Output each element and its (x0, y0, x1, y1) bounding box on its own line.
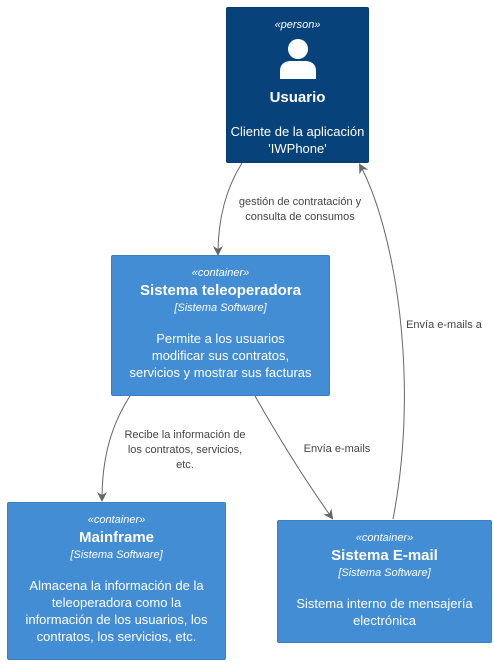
edge-label-teleoperadora-email: Envía e-mails (303, 443, 371, 455)
teleoperadora-title: Sistema teleoperadora (140, 282, 301, 299)
edge-email-to-usuario (359, 163, 405, 520)
teleoperadora-description: Permite a los usuarios modificar sus con… (129, 331, 312, 380)
edge-teleoperadora-to-mainframe (97, 395, 131, 502)
email-technology: [Sistema Software] (338, 567, 431, 579)
usuario-title: Usuario (269, 89, 326, 106)
edge-usuario-to-teleoperadora (213, 162, 243, 256)
email-title: Sistema E-mail (331, 547, 438, 564)
person-icon (227, 38, 368, 80)
mainframe-node: «container» Mainframe [Sistema Software]… (7, 502, 226, 660)
edge-label-usuario-teleoperadora: gestión de contratación y consulta de co… (238, 196, 362, 223)
email-description: Sistema interno de mensajería electrónic… (296, 596, 473, 628)
usuario-node: «person» Usuario Cliente de la aplicació… (226, 7, 369, 163)
mainframe-stereotype: «container» (87, 514, 146, 526)
edge-label-email-usuario: Envía e-mails a (406, 319, 482, 331)
mainframe-description: Almacena la información de la teleoperad… (25, 578, 208, 644)
usuario-description: Cliente de la aplicación 'IWPhone' (230, 124, 365, 156)
edge-teleoperadora-to-email (254, 395, 334, 520)
teleoperadora-stereotype: «container» (191, 267, 250, 279)
email-stereotype: «container» (355, 532, 414, 544)
mainframe-title: Mainframe (78, 529, 155, 546)
email-node: «container» Sistema E-mail [Sistema Soft… (277, 520, 492, 643)
teleoperadora-node: «container» Sistema teleoperadora [Siste… (111, 255, 330, 396)
usuario-stereotype: «person» (274, 19, 321, 31)
edge-label-teleoperadora-mainframe: Recibe la información de los contratos, … (124, 429, 246, 471)
teleoperadora-technology: [Sistema Software] (174, 302, 267, 314)
mainframe-technology: [Sistema Software] (70, 549, 163, 561)
